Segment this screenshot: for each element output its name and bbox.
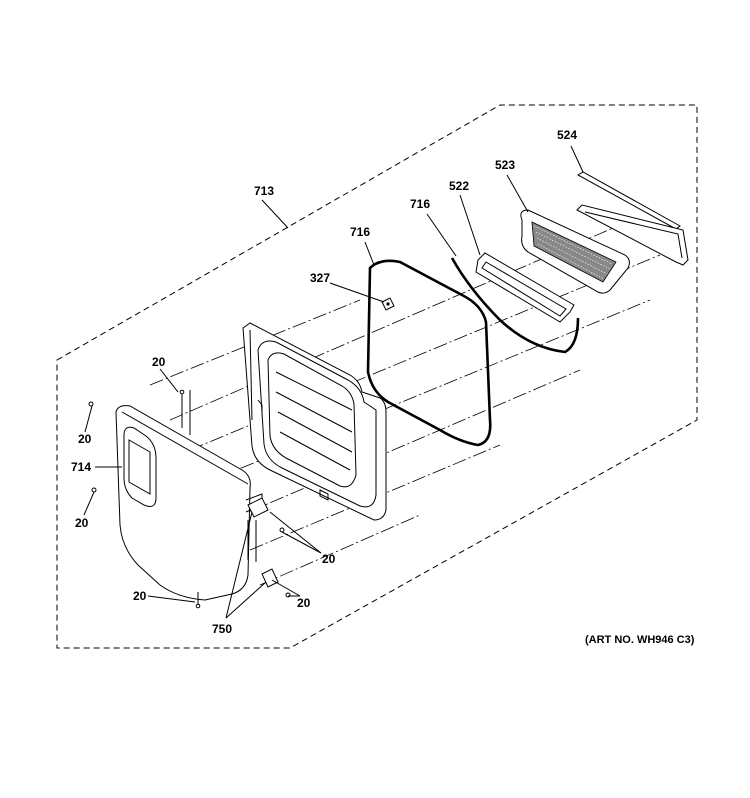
label-750: 750 — [212, 622, 232, 636]
part-714-outer-door — [115, 405, 263, 601]
label-523: 523 — [495, 158, 515, 172]
part-524-trim-strips — [576, 171, 689, 266]
part-716-door-gasket — [366, 259, 492, 447]
label-524: 524 — [557, 128, 577, 142]
label-20-top: 20 — [152, 355, 166, 369]
label-716-lower: 716 — [350, 225, 370, 239]
label-713: 713 — [254, 184, 274, 198]
leader-lines — [83, 145, 584, 619]
part-327-strike — [381, 297, 395, 311]
part-523-grille — [520, 209, 630, 294]
part-522-channel — [475, 252, 575, 323]
label-714: 714 — [71, 460, 91, 474]
label-716-upper: 716 — [410, 197, 430, 211]
part-716-seal-strip — [450, 257, 580, 354]
assembly-boundary — [56, 104, 698, 649]
label-20-right-lower: 20 — [297, 596, 311, 610]
art-number: (ART NO. WH946 C3) — [585, 634, 695, 646]
inner-door-liner — [242, 322, 387, 521]
label-20-left-upper: 20 — [78, 432, 92, 446]
label-20-bottom: 20 — [133, 589, 147, 603]
part-750-hinges — [247, 497, 279, 588]
label-20-left-lower: 20 — [75, 516, 89, 530]
label-327: 327 — [310, 271, 330, 285]
label-522: 522 — [449, 179, 469, 193]
label-20-right-upper: 20 — [322, 552, 336, 566]
